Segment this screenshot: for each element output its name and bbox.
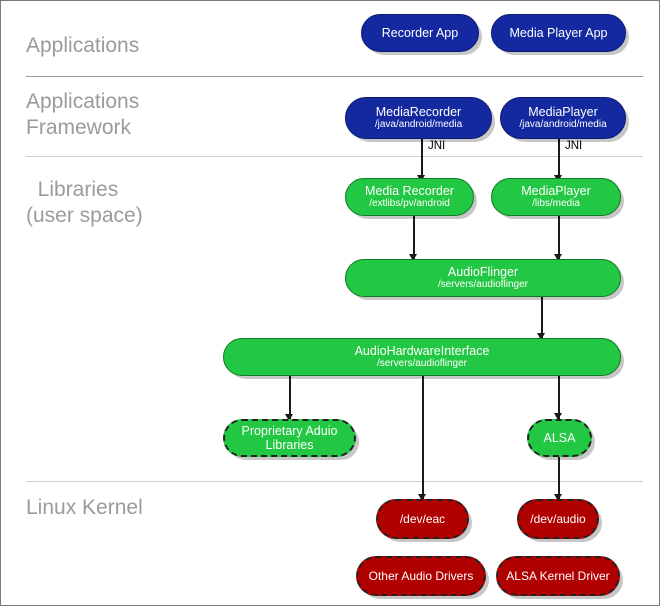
node-proprietary-audio-libraries[interactable]: Proprietary Aduio Libraries <box>223 419 356 457</box>
arrowhead-ahi-to-alsa <box>554 413 562 420</box>
layer-label-linux-kernel: Linux Kernel <box>26 496 143 519</box>
connector-audioflinger-to-ahi <box>541 296 543 341</box>
node-audiohardwareinterface[interactable]: AudioHardwareInterface /servers/audiofli… <box>223 338 621 376</box>
node-audiohardwareinterface-title: AudioHardwareInterface <box>354 344 490 358</box>
node-dev-eac-title: /dev/eac <box>399 512 446 526</box>
node-media-player-app-title: Media Player App <box>509 26 608 40</box>
arrowhead-audioflinger-to-ahi <box>537 333 545 340</box>
connector-media-recorder-to-audioflinger <box>413 215 415 261</box>
node-audiohardwareinterface-path: /servers/audioflinger <box>376 358 468 369</box>
connector-mediarecorder-to-lib <box>421 139 423 183</box>
connector-ahi-to-dev-eac <box>422 375 424 501</box>
node-mediaplayer-library-title: MediaPlayer <box>521 184 591 198</box>
node-media-player-app[interactable]: Media Player App <box>491 14 626 52</box>
node-proprietary-audio-libraries-title: Proprietary Aduio <box>241 424 338 438</box>
node-mediaplayer-framework[interactable]: MediaPlayer /java/android/media <box>500 97 626 139</box>
node-audioflinger-title: AudioFlinger <box>447 265 519 279</box>
node-audioflinger[interactable]: AudioFlinger /servers/audioflinger <box>345 259 621 297</box>
node-other-audio-drivers[interactable]: Other Audio Drivers <box>356 556 486 596</box>
layer-label-libraries: Libraries (user space) <box>26 178 143 227</box>
layer-label-applications: Applications <box>26 34 140 57</box>
node-recorder-app[interactable]: Recorder App <box>361 14 479 52</box>
node-mediaplayer-library[interactable]: MediaPlayer /libs/media <box>491 178 621 216</box>
node-media-recorder-library-path: /extlibs/pv/android <box>369 198 450 209</box>
arrowhead-mediaplayer-lib-to-audioflinger <box>554 254 562 261</box>
edge-label-jni-right: JNI <box>565 140 583 152</box>
connector-alsa-to-dev-audio <box>558 455 560 501</box>
layer-label-applications-framework: Applications Framework <box>26 90 140 139</box>
node-dev-audio-title: /dev/audio <box>530 512 586 526</box>
arrowhead-ahi-to-dev-eac <box>418 494 426 501</box>
node-mediarecorder-framework[interactable]: MediaRecorder /java/android/media <box>345 97 492 139</box>
connector-mediaplayer-lib-to-audioflinger <box>558 215 560 261</box>
separator-kernel <box>26 481 643 482</box>
node-dev-audio[interactable]: /dev/audio <box>517 499 599 539</box>
node-mediaplayer-library-path: /libs/media <box>532 198 580 209</box>
node-dev-eac[interactable]: /dev/eac <box>376 499 469 539</box>
arrowhead-media-recorder-to-audioflinger <box>409 254 417 261</box>
node-alsa-kernel-driver[interactable]: ALSA Kernel Driver <box>496 556 620 596</box>
separator-applications <box>26 76 643 77</box>
node-mediaplayer-framework-path: /java/android/media <box>519 119 607 130</box>
arrowhead-alsa-to-dev-audio <box>554 494 562 501</box>
edge-label-jni-left: JNI <box>428 140 446 152</box>
node-recorder-app-title: Recorder App <box>381 26 459 40</box>
node-alsa-title: ALSA <box>543 431 576 445</box>
connector-mediaplayer-to-lib <box>558 139 560 183</box>
node-proprietary-audio-libraries-subtitle: Libraries <box>265 438 314 452</box>
node-alsa[interactable]: ALSA <box>527 419 592 457</box>
connector-ahi-to-proprietary <box>289 375 291 421</box>
node-other-audio-drivers-title: Other Audio Drivers <box>368 569 474 583</box>
node-audioflinger-path: /servers/audioflinger <box>437 279 529 290</box>
node-media-recorder-library-title: Media Recorder <box>365 184 454 198</box>
arrowhead-ahi-to-proprietary <box>285 414 293 421</box>
node-mediarecorder-framework-title: MediaRecorder <box>375 105 462 119</box>
node-mediarecorder-framework-path: /java/android/media <box>374 119 463 130</box>
connector-ahi-to-alsa <box>558 375 560 421</box>
node-media-recorder-library[interactable]: Media Recorder /extlibs/pv/android <box>345 178 474 216</box>
separator-framework <box>26 156 643 157</box>
node-alsa-kernel-driver-title: ALSA Kernel Driver <box>506 569 610 583</box>
node-mediaplayer-framework-title: MediaPlayer <box>528 105 598 119</box>
